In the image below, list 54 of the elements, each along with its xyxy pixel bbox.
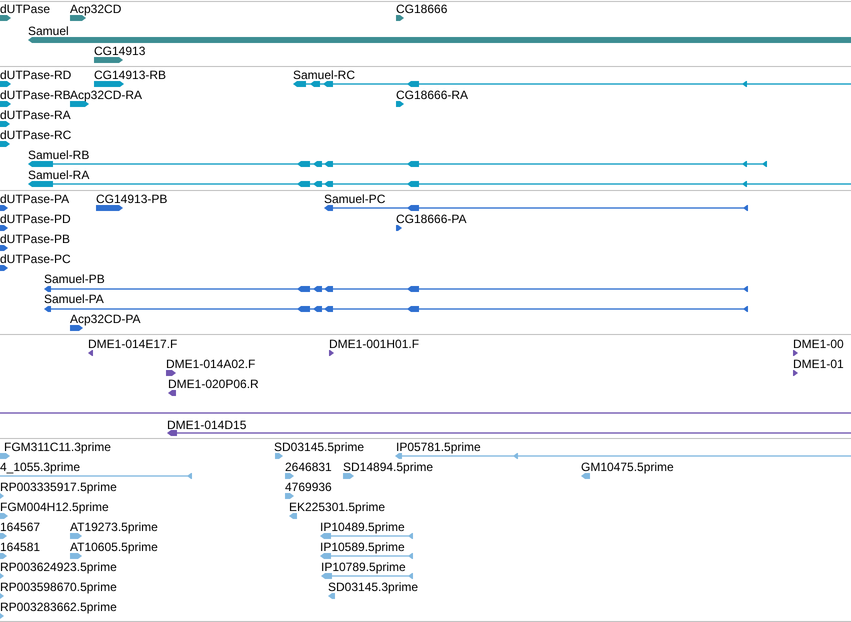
feature-label: Samuel [28, 24, 69, 38]
feature-label: Samuel-RA [28, 168, 90, 182]
feature-label: RP003624923.5prime [0, 560, 117, 574]
feature-label: Samuel-RC [293, 68, 356, 82]
feature-label: 2646831 [285, 460, 332, 474]
feature-label: dUTPase-PC [0, 252, 71, 266]
feature-label: FGM311C11.3prime [4, 440, 111, 454]
feature-label: dUTPase-RB [0, 88, 71, 102]
feature-label: DME1-020P06.R [168, 377, 259, 391]
feature-label: FGM004H12.5prime [0, 500, 109, 514]
feature-label: Samuel-RB [28, 148, 90, 162]
feature-label: IP10589.5prime [320, 540, 405, 554]
feature-label: CG18666-PA [396, 212, 466, 226]
feature-label: 164581 [0, 540, 40, 554]
feature-label: Acp32CD-RA [70, 88, 142, 102]
feature-label: 4_1055.3prime [0, 460, 80, 474]
feature-label: CG14913 [94, 44, 146, 58]
feature-label: CG18666 [396, 2, 448, 16]
feature-label: Samuel-PC [324, 192, 386, 206]
feature-label: SD03145.3prime [328, 580, 418, 594]
feature-label: EK225301.5prime [289, 500, 386, 514]
feature-label: Samuel-PB [44, 272, 105, 286]
feature-label: DME1-00 [793, 337, 844, 351]
feature-label: SD14894.5prime [343, 460, 434, 474]
feature-label: CG18666-RA [396, 88, 468, 102]
feature-label: DME1-014D15 [167, 418, 246, 432]
feature-label: Acp32CD-PA [70, 312, 140, 326]
feature-label: CG14913-RB [94, 68, 166, 82]
feature-label: AT19273.5prime [70, 520, 158, 534]
feature-label: CG14913-PB [96, 192, 168, 206]
feature-label: dUTPase-PB [0, 232, 70, 246]
feature-label: dUTPase-PD [0, 212, 71, 226]
feature-label: 4769936 [285, 480, 332, 494]
feature-label: DME1-001H01.F [329, 337, 420, 351]
feature-label: SD03145.5prime [274, 440, 364, 454]
feature-label: dUTPase [0, 2, 50, 16]
feature-label: AT10605.5prime [70, 540, 158, 554]
feature-label: RP003598670.5prime [0, 580, 117, 594]
feature-label: Acp32CD [70, 2, 122, 16]
feature-label: GM10475.5prime [581, 460, 674, 474]
feature-label: 164567 [0, 520, 40, 534]
feature-label: DME1-014A02.F [166, 357, 256, 371]
feature-label: RP003335917.5prime [0, 480, 117, 494]
feature-label: DME1-014E17.F [88, 337, 178, 351]
feature-label: IP10489.5prime [320, 520, 405, 534]
feature-label: dUTPase-RC [0, 128, 72, 142]
feature-label: DME1-01 [793, 357, 844, 371]
feature-label: Samuel-PA [44, 292, 104, 306]
feature-label: dUTPase-RA [0, 108, 71, 122]
feature-label: dUTPase-PA [0, 192, 70, 206]
feature-label: RP003283662.5prime [0, 600, 117, 614]
feature-label: IP10789.5prime [321, 560, 406, 574]
feature-label: dUTPase-RD [0, 68, 72, 82]
feature-label: IP05781.5prime [396, 440, 481, 454]
